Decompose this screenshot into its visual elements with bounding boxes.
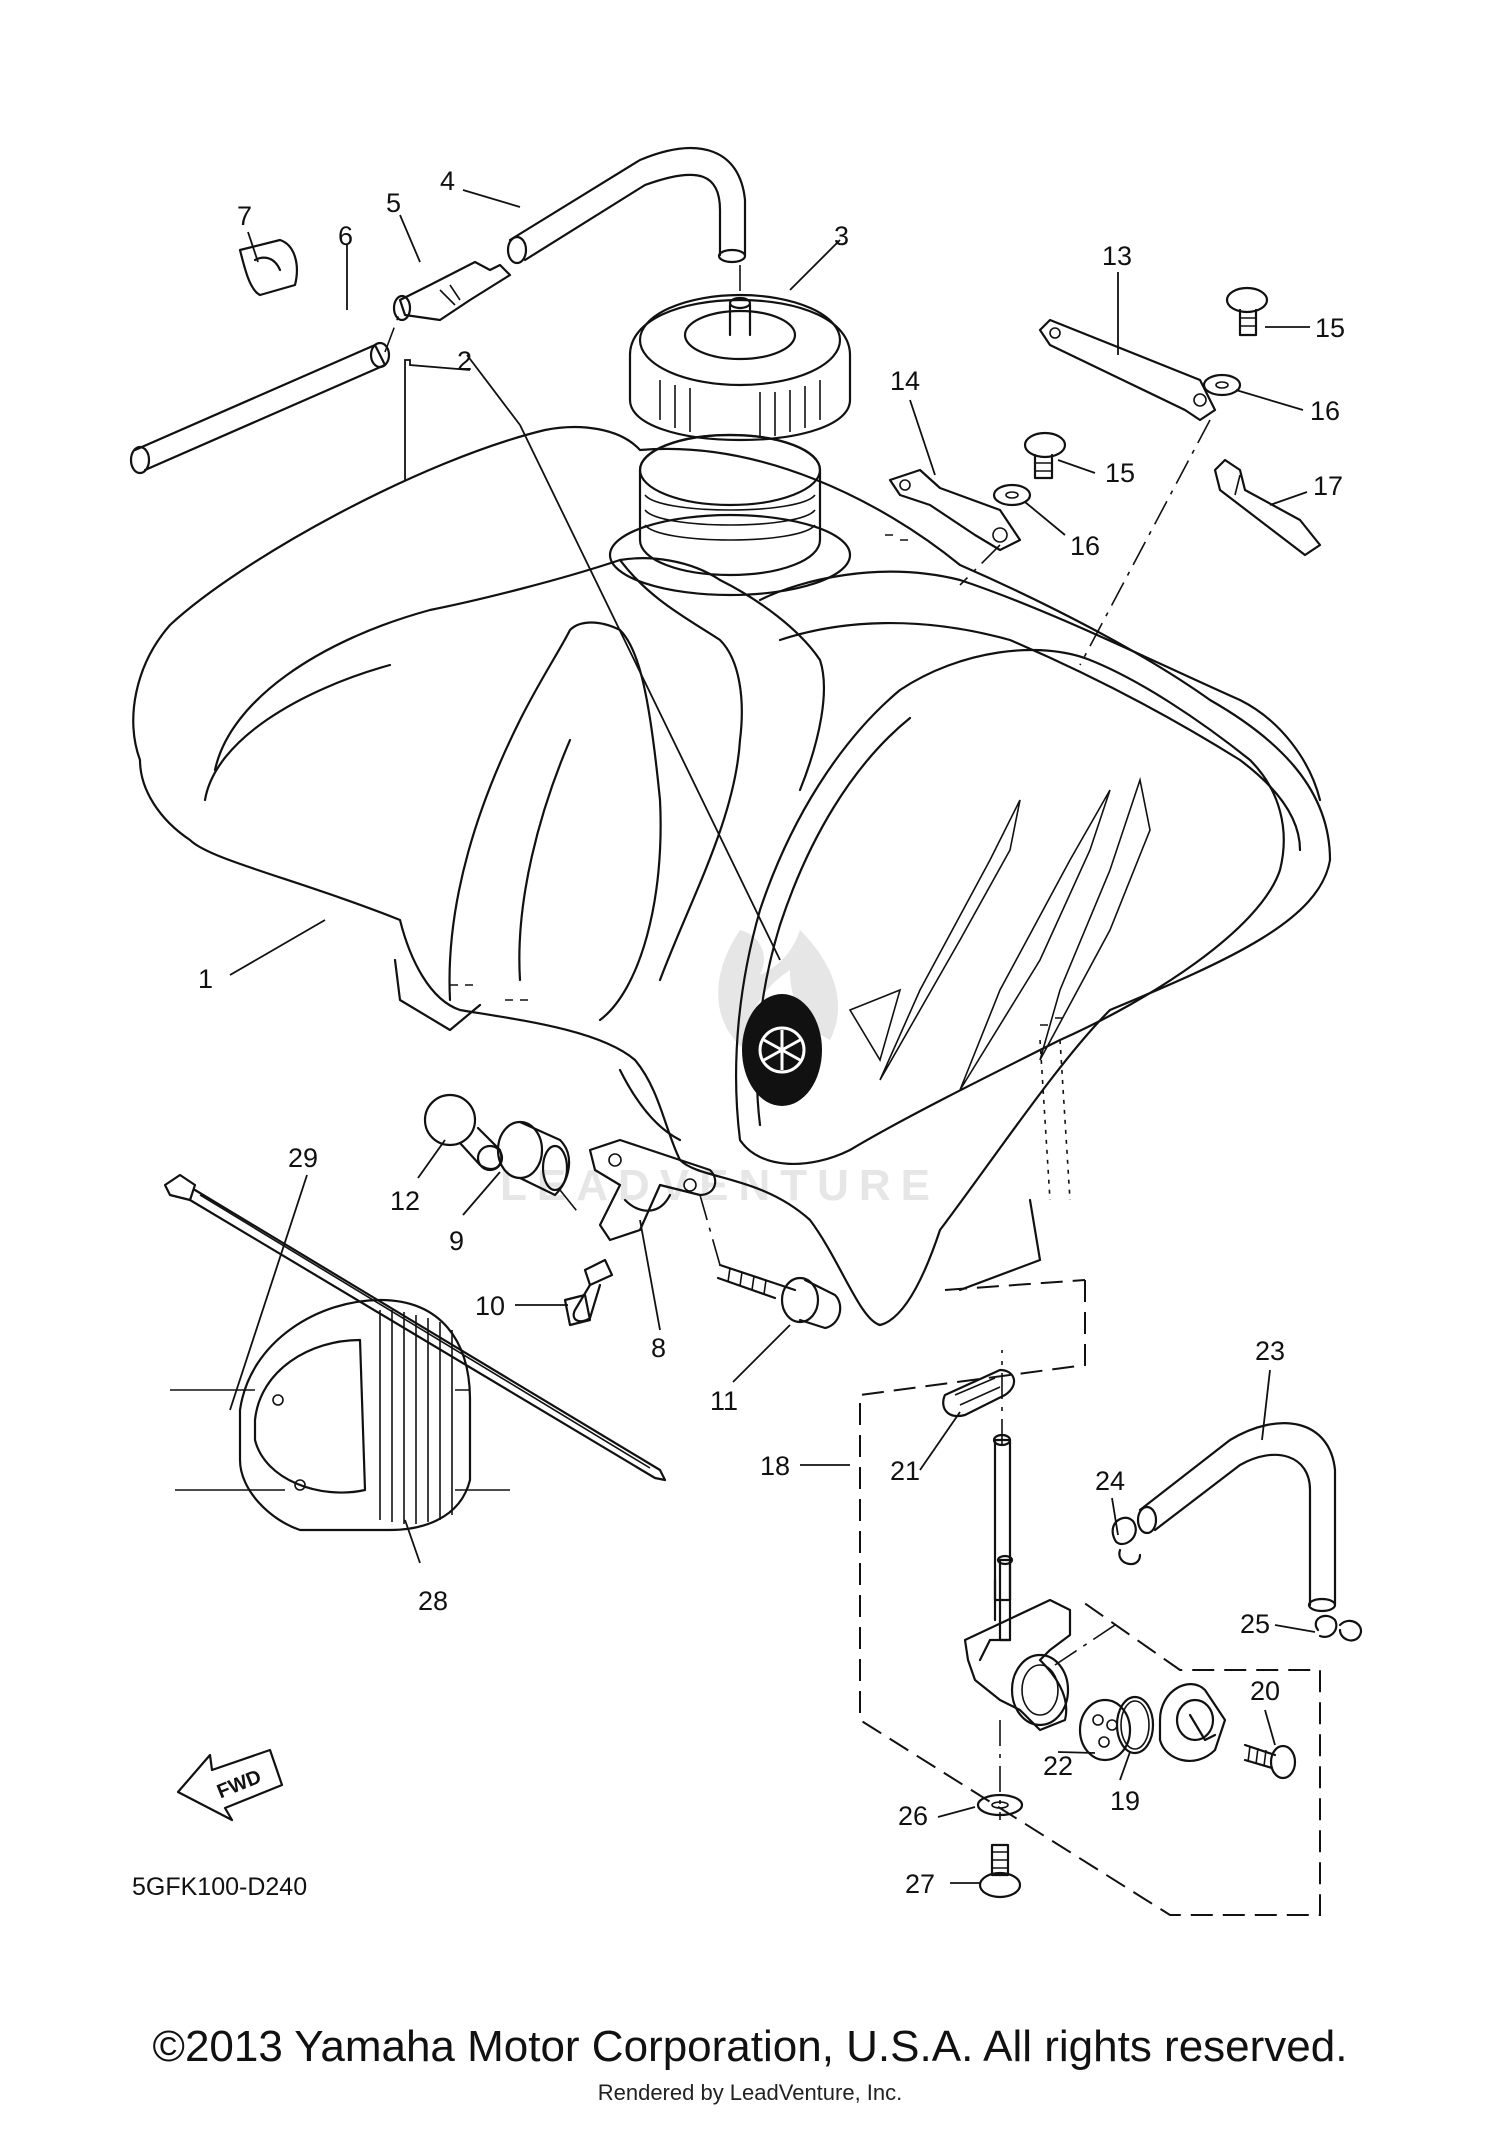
callout-12: 12 xyxy=(390,1186,420,1216)
filler-neck xyxy=(608,433,852,597)
callout-1: 1 xyxy=(198,964,213,994)
fuel-tank xyxy=(132,425,1332,1327)
callout-27: 27 xyxy=(905,1869,935,1899)
callout-16-upper: 16 xyxy=(1310,396,1340,426)
clip-25 xyxy=(1314,1614,1363,1642)
bolt-27 xyxy=(978,1843,1022,1899)
bracket-14 xyxy=(888,468,1022,552)
callout-24: 24 xyxy=(1095,1466,1125,1496)
bolt-15-lower xyxy=(1023,431,1067,480)
callout-4: 4 xyxy=(440,166,455,196)
callout-19: 19 xyxy=(1110,1786,1140,1816)
callout-25: 25 xyxy=(1240,1609,1270,1639)
callout-13: 13 xyxy=(1102,241,1132,271)
callout-numbers: 4 5 7 6 3 2 1 13 14 15 15 16 16 17 12 9 … xyxy=(198,166,1345,1899)
breather-hose xyxy=(506,147,747,300)
callout-20: 20 xyxy=(1250,1676,1280,1706)
callout-28: 28 xyxy=(418,1586,448,1616)
callout-5: 5 xyxy=(386,188,401,218)
fuel-cock-assembly xyxy=(859,1279,1321,1916)
o-ring-19 xyxy=(1115,1695,1155,1755)
cable-tie-29 xyxy=(163,1173,667,1482)
bolt-10 xyxy=(563,1258,614,1327)
callout-10: 10 xyxy=(475,1291,505,1321)
bracket-17 xyxy=(1213,458,1322,557)
callout-14: 14 xyxy=(890,366,920,396)
callout-29: 29 xyxy=(288,1143,318,1173)
washer-26 xyxy=(976,1793,1024,1817)
callout-9: 9 xyxy=(449,1226,464,1256)
washer-16-upper xyxy=(1202,373,1242,397)
rendered-by-credit: Rendered by LeadVenture, Inc. xyxy=(597,2080,903,2105)
callout-2: 2 xyxy=(457,346,472,376)
callout-7: 7 xyxy=(237,201,252,231)
grommet-9 xyxy=(496,1120,571,1197)
fwd-label: FWD xyxy=(214,1766,264,1803)
clip-24 xyxy=(1111,1516,1142,1566)
washer-16-lower xyxy=(992,483,1032,507)
leader-lines xyxy=(229,189,1316,1884)
check-valve xyxy=(392,260,512,322)
callout-3: 3 xyxy=(834,221,849,251)
copyright-notice: ©2013 Yamaha Motor Corporation, U.S.A. A… xyxy=(152,2022,1348,2071)
callout-22: 22 xyxy=(1043,1751,1073,1781)
callout-18: 18 xyxy=(760,1451,790,1481)
bracket-8 xyxy=(588,1138,717,1242)
callout-8: 8 xyxy=(651,1333,666,1363)
fuel-hose-23 xyxy=(1136,1422,1337,1613)
screw-20 xyxy=(1243,1743,1297,1780)
callout-23: 23 xyxy=(1255,1336,1285,1366)
bracket-13 xyxy=(1038,318,1217,422)
yamaha-emblem-icon xyxy=(742,994,822,1106)
packing-22 xyxy=(1078,1698,1132,1762)
callout-26: 26 xyxy=(898,1801,928,1831)
bolt-11 xyxy=(716,1263,842,1330)
callout-6: 6 xyxy=(338,221,353,251)
fuel-cap xyxy=(628,293,852,442)
callout-15-upper: 15 xyxy=(1315,313,1345,343)
hose-clip-7 xyxy=(238,238,298,297)
diagram-code: 5GFK100-D240 xyxy=(132,1873,307,1901)
callout-17: 17 xyxy=(1313,471,1343,501)
fwd-arrow-icon: FWD xyxy=(176,1748,284,1822)
callout-21: 21 xyxy=(890,1456,920,1486)
gasket-21 xyxy=(942,1368,1016,1418)
protector-28 xyxy=(170,1298,510,1532)
bolt-15-upper xyxy=(1225,286,1269,337)
collar-12 xyxy=(423,1093,504,1172)
callout-11: 11 xyxy=(710,1386,738,1416)
callout-15-lower: 15 xyxy=(1105,458,1135,488)
hose-6 xyxy=(129,311,401,475)
callout-16-lower: 16 xyxy=(1070,531,1100,561)
lever-assy xyxy=(1158,1683,1227,1762)
